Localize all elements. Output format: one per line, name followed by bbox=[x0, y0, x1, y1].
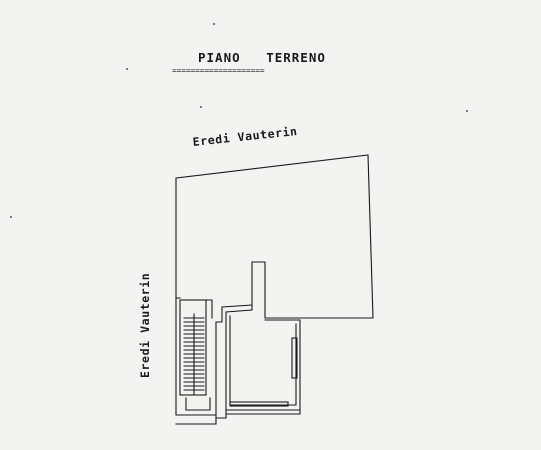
partition-wall-inner bbox=[229, 315, 297, 406]
right-lower-wall bbox=[225, 409, 301, 415]
paper-speck bbox=[466, 110, 468, 112]
stair-landing bbox=[205, 299, 213, 319]
window-right bbox=[291, 337, 298, 379]
lower-step bbox=[175, 414, 217, 425]
paper-speck bbox=[213, 23, 215, 25]
paper-speck bbox=[126, 68, 128, 70]
title-underline: ==================== bbox=[172, 66, 265, 75]
plan-title: PIANO TERRENO bbox=[198, 50, 326, 65]
paper-speck bbox=[10, 216, 12, 218]
window-bottom bbox=[229, 401, 289, 407]
entry-threshold bbox=[185, 397, 211, 411]
partition-wall bbox=[225, 304, 301, 411]
lower-step-right bbox=[215, 409, 227, 419]
paper-speck bbox=[200, 106, 202, 108]
stair-well bbox=[179, 299, 207, 396]
